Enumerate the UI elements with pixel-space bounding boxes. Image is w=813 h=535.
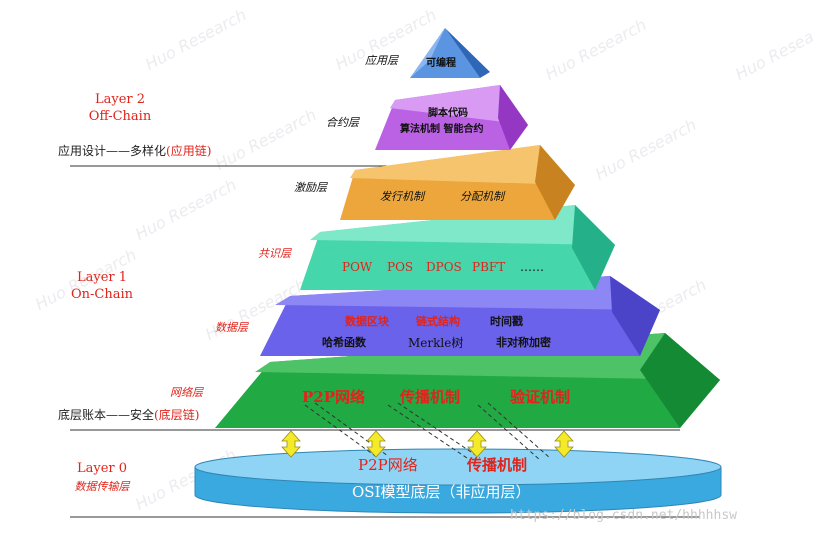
disk-item: 传播机制 bbox=[467, 456, 528, 474]
tier-application bbox=[410, 28, 490, 78]
data-item: 数据区块 bbox=[345, 315, 389, 328]
tier-data-name: 数据层 bbox=[215, 321, 248, 334]
side-note-base-text: 底层账本——安全 bbox=[58, 408, 155, 422]
layer2-subtitle: Off-Chain bbox=[88, 109, 152, 124]
double-arrow-icon bbox=[467, 430, 487, 458]
consensus-item: POW bbox=[342, 260, 373, 274]
double-arrow-icon bbox=[281, 430, 301, 458]
layer0-title: Layer 0 bbox=[76, 461, 128, 476]
side-note-base-paren: (底层链) bbox=[154, 408, 200, 422]
consensus-item: …… bbox=[520, 260, 544, 274]
side-note-app: 应用设计——多样化(应用链) bbox=[58, 145, 211, 157]
tier-incentive bbox=[340, 145, 575, 220]
layer2-title: Layer 2 bbox=[94, 92, 146, 107]
tier-incentive-name: 激励层 bbox=[294, 181, 327, 194]
data-item: 哈希函数 bbox=[322, 336, 366, 349]
network-item: 传播机制 bbox=[400, 388, 461, 406]
contract-item: 脚本代码 bbox=[428, 108, 468, 119]
data-item: 链式结构 bbox=[416, 315, 460, 328]
arrows bbox=[281, 430, 574, 458]
tier-network-name: 网络层 bbox=[170, 386, 203, 399]
layer1-subtitle: On-Chain bbox=[70, 287, 134, 302]
url-watermark: https://blog.csdn.net/hhhhhsw bbox=[510, 508, 737, 523]
tier-contract bbox=[375, 85, 528, 150]
network-item: 验证机制 bbox=[510, 388, 571, 406]
data-item: 时间戳 bbox=[490, 315, 523, 328]
network-item: P2P网络 bbox=[302, 388, 365, 406]
tier-application-name: 应用层 bbox=[365, 54, 398, 67]
consensus-item: PBFT bbox=[472, 260, 506, 274]
double-arrow-icon bbox=[554, 430, 574, 458]
data-item: Merkle树 bbox=[408, 336, 464, 350]
tier-consensus-name: 共识层 bbox=[258, 247, 291, 260]
side-note-app-paren: (应用链) bbox=[166, 144, 212, 158]
double-arrow-icon bbox=[366, 430, 386, 458]
side-note-base: 底层账本——安全(底层链) bbox=[58, 409, 199, 421]
disk-label: OSI模型底层（非应用层） bbox=[352, 483, 531, 501]
incentive-item: 分配机制 bbox=[460, 190, 504, 203]
layer0-subtitle: 数据传输层 bbox=[74, 480, 130, 493]
side-note-app-text: 应用设计——多样化 bbox=[58, 144, 167, 158]
incentive-item: 发行机制 bbox=[380, 190, 424, 203]
dashed-links bbox=[304, 402, 551, 461]
consensus-item: POS bbox=[387, 260, 414, 274]
layer1-title: Layer 1 bbox=[76, 270, 128, 285]
tier-contract-name: 合约层 bbox=[326, 116, 359, 129]
contract-item: 算法机制 智能合约 bbox=[400, 124, 484, 135]
disk-item: P2P网络 bbox=[358, 456, 418, 474]
data-item: 非对称加密 bbox=[496, 336, 551, 349]
base-disk bbox=[194, 448, 722, 514]
app-item: 可编程 bbox=[426, 58, 456, 69]
consensus-item: DPOS bbox=[426, 260, 462, 274]
